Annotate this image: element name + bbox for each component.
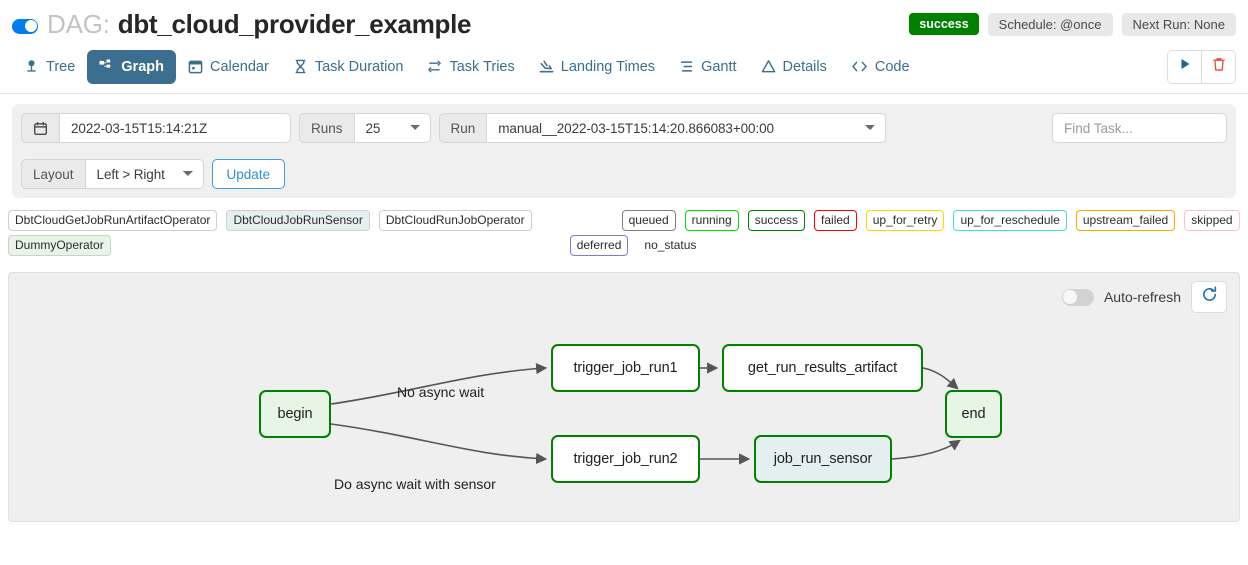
tab-calendar-label: Calendar [209,58,269,75]
legend-row-2: DummyOperator deferred no_status [8,235,1240,256]
dag-prefix-label: DAG: [47,8,110,39]
graph-node-label: begin [277,406,313,422]
auto-refresh-toggle[interactable] [1061,288,1094,306]
state-legend-up-for-retry[interactable]: up_for_retry [865,210,945,231]
tab-gantt-label: Gantt [701,58,737,75]
refresh-icon [1201,286,1218,308]
run-label: Run [438,113,488,143]
tab-tree-label: Tree [46,58,76,75]
tab-code-label: Code [874,58,910,75]
calendar-icon[interactable] [21,113,60,143]
trash-icon [1212,57,1226,77]
play-icon [1178,57,1192,76]
runs-select[interactable]: 25 [354,113,431,143]
status-badge: success [909,13,979,35]
legend-zone: DbtCloudGetJobRunArtifactOperator DbtClo… [0,206,1248,268]
view-tabs: Tree Graph Calendar Task Duration Task T… [0,40,1248,94]
triangle-alert-icon [761,59,776,74]
tab-details-label: Details [782,58,827,75]
tab-landing-times-label: Landing Times [560,58,656,75]
filter-bar: Runs 25 Run manual__2022-03-15T15:14:20.… [12,104,1236,198]
graph-node-job-run-sensor[interactable]: job_run_sensor [754,435,892,483]
dag-action-buttons [1167,49,1236,84]
schedule-badge: Schedule: @once [987,12,1113,36]
graph-edges [330,362,961,465]
tab-tree[interactable]: Tree [12,50,87,84]
graph-icon [99,59,114,74]
graph-node-trigger-job-run1[interactable]: trigger_job_run1 [551,344,700,392]
operator-legend-item[interactable]: DbtCloudGetJobRunArtifactOperator [8,210,218,231]
dag-pause-toggle[interactable] [12,18,38,34]
operator-legend-item[interactable]: DbtCloudJobRunSensor [226,210,370,231]
refresh-button[interactable] [1191,281,1227,313]
graph-node-label: end [961,406,986,422]
tab-graph[interactable]: Graph [87,49,176,84]
tab-task-duration[interactable]: Task Duration [281,50,416,84]
page-header: DAG: dbt_cloud_provider_example success … [0,0,1248,40]
state-legend-deferred[interactable]: deferred [569,235,629,256]
graph-node-label: job_run_sensor [773,451,873,467]
tab-calendar[interactable]: Calendar [176,50,281,84]
code-icon [851,59,868,74]
run-group: Run manual__2022-03-15T15:14:20.866083+0… [438,113,887,143]
operator-legend-item[interactable]: DbtCloudRunJobOperator [378,210,532,231]
update-button[interactable]: Update [211,159,286,189]
base-date-group [21,113,291,143]
gantt-icon [679,59,694,74]
base-date-input[interactable] [60,113,291,143]
layout-label: Layout [21,159,86,189]
state-legend-upstream-failed[interactable]: upstream_failed [1075,210,1176,231]
runs-group: Runs 25 [299,113,431,143]
operator-legend-item[interactable]: DummyOperator [8,235,111,256]
run-select[interactable]: manual__2022-03-15T15:14:20.866083+00:00 [487,113,887,143]
graph-canvas[interactable]: Auto-refresh begin trigger_job_run1 get_… [8,272,1240,522]
edge-label-do-async-wait: Do async wait with sensor [334,476,496,492]
graph-node-begin[interactable]: begin [259,390,331,438]
page-title: dbt_cloud_provider_example [117,8,472,39]
tree-icon [24,59,39,74]
tab-task-tries-label: Task Tries [449,58,515,75]
graph-node-trigger-job-run2[interactable]: trigger_job_run2 [551,435,700,483]
tab-landing-times[interactable]: Landing Times [527,50,667,84]
state-legend-running[interactable]: running [684,210,739,231]
graph-node-label: trigger_job_run2 [573,451,678,467]
state-legend-up-for-reschedule[interactable]: up_for_reschedule [953,210,1067,231]
legend-row-1: DbtCloudGetJobRunArtifactOperator DbtClo… [8,210,1240,231]
graph-node-label: get_run_results_artifact [747,360,898,376]
layout-group: Layout Left > Right [21,159,204,189]
calendar-icon [188,59,203,74]
refresh-controls: Auto-refresh [1061,281,1227,313]
hourglass-icon [293,59,308,74]
graph-node-end[interactable]: end [945,390,1002,438]
trigger-dag-button[interactable] [1168,50,1201,83]
auto-refresh-label: Auto-refresh [1103,289,1181,305]
tab-task-tries[interactable]: Task Tries [415,50,526,84]
state-legend-no-status[interactable]: no_status [644,238,697,252]
state-legend-queued[interactable]: queued [621,210,676,231]
layout-select[interactable]: Left > Right [85,159,204,189]
filter-bar-wrapper: Runs 25 Run manual__2022-03-15T15:14:20.… [0,94,1248,206]
state-legend-skipped[interactable]: skipped [1184,210,1240,231]
state-legend-success[interactable]: success [747,210,806,231]
graph-node-get-run-results-artifact[interactable]: get_run_results_artifact [722,344,923,392]
landing-icon [539,59,554,74]
state-legend-failed[interactable]: failed [814,210,857,231]
tab-task-duration-label: Task Duration [314,58,404,75]
runs-label: Runs [299,113,355,143]
tab-gantt[interactable]: Gantt [667,50,748,84]
next-run-badge: Next Run: None [1121,12,1236,36]
delete-dag-button[interactable] [1201,50,1235,83]
search-input[interactable] [1052,113,1227,143]
tab-code[interactable]: Code [839,50,922,84]
retry-icon [427,59,442,74]
edge-label-no-async-wait: No async wait [397,384,485,400]
tab-graph-label: Graph [121,58,164,75]
tab-details[interactable]: Details [749,50,839,84]
graph-node-label: trigger_job_run1 [573,360,678,376]
